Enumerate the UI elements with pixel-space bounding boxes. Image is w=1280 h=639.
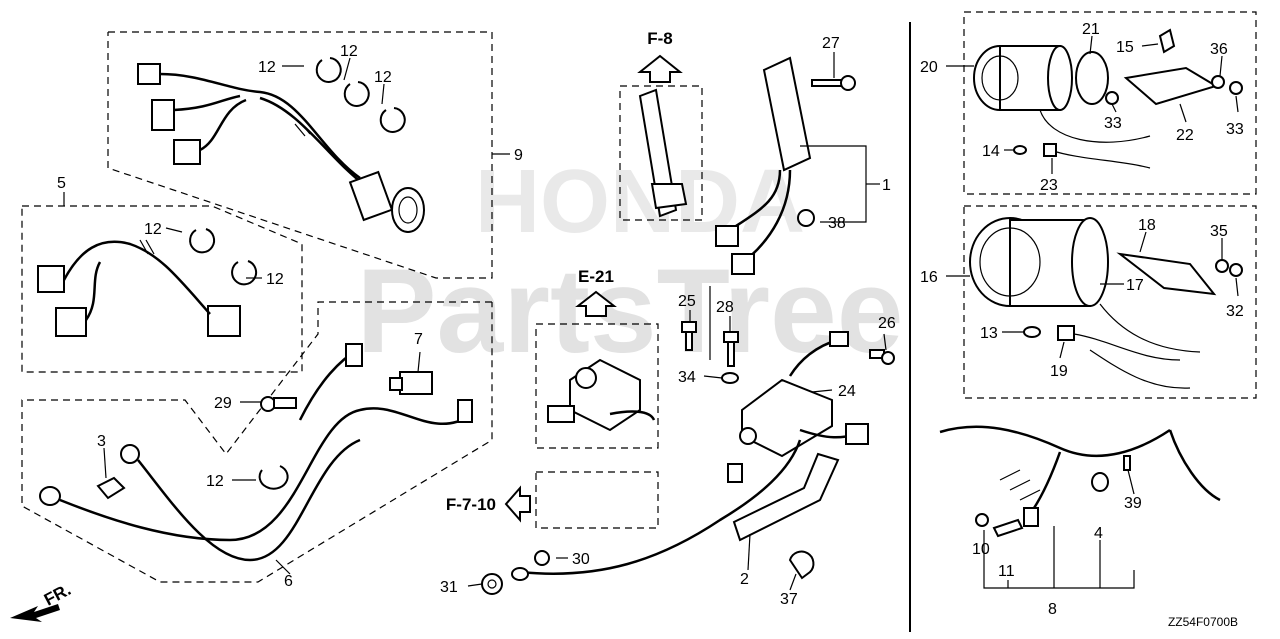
callout-8: 8 [1048, 601, 1057, 618]
group-20-box [963, 11, 1257, 195]
callout-19: 19 [1050, 363, 1068, 380]
relay-e21 [547, 358, 656, 432]
callout-32: 32 [1226, 303, 1244, 320]
harness-9 [137, 63, 425, 233]
callout-29: 29 [214, 395, 232, 412]
ref-f8[interactable]: F-8 [637, 29, 683, 83]
callout-3: 3 [97, 433, 106, 450]
callout-30: 30 [572, 551, 590, 568]
clip-12b [343, 81, 370, 107]
callout-7: 7 [414, 331, 423, 348]
ref-f8-label[interactable]: F-8 [647, 29, 673, 48]
clip-38 [797, 209, 816, 227]
callout-22: 22 [1176, 127, 1194, 144]
callout-15: 15 [1116, 39, 1134, 56]
meter-20 [973, 28, 1243, 169]
callout-2: 2 [740, 571, 749, 588]
ref-e21-label[interactable]: E-21 [578, 267, 614, 286]
bracket-f8 [638, 88, 688, 218]
bracket-2 [732, 452, 840, 542]
watermark-partstree: PartsTree [356, 244, 903, 378]
group-9-box [107, 31, 493, 279]
callout-37: 37 [780, 591, 798, 608]
callout-39: 39 [1124, 495, 1142, 512]
washer-34 [721, 372, 739, 384]
callout-10: 10 [972, 541, 990, 558]
callout-38: 38 [828, 215, 846, 232]
bracket-8 [983, 530, 1135, 589]
callout-9: 9 [514, 147, 523, 164]
connector-7 [389, 371, 433, 395]
callout-17: 17 [1126, 277, 1144, 294]
callout-28: 28 [716, 299, 734, 316]
callout-27: 27 [822, 35, 840, 52]
front-arrow: FR. [10, 580, 74, 622]
callout-33a: 33 [1104, 115, 1122, 132]
meter-16 [969, 217, 1243, 389]
callout-1: 1 [882, 177, 891, 194]
watermark-honda: HONDA [475, 152, 805, 252]
group-e21-box [535, 323, 659, 449]
watermark: HONDA PartsTree [356, 152, 903, 378]
callout-16: 16 [920, 269, 938, 286]
group-5-box [21, 205, 303, 373]
bolt-25 [681, 321, 697, 351]
diagram-code: ZZ54F0700B [1168, 615, 1238, 629]
front-arrow-icon [10, 604, 60, 622]
nut-30 [534, 550, 550, 566]
bolt-26 [869, 349, 895, 365]
group-f710-box [535, 471, 659, 529]
callout-5: 5 [57, 175, 66, 192]
clamp-37 [788, 550, 815, 580]
module-24 [739, 331, 869, 458]
callout-31: 31 [440, 579, 458, 596]
ref-e21[interactable]: E-21 [575, 267, 617, 317]
callout-12e: 12 [266, 271, 284, 288]
callout-12f: 12 [206, 473, 224, 490]
ref-f710[interactable]: F-7-10 [446, 485, 531, 523]
callout-33b: 33 [1226, 121, 1244, 138]
callout-12c: 12 [374, 69, 392, 86]
callout-35: 35 [1210, 223, 1228, 240]
callout-12d: 12 [144, 221, 162, 238]
clip-12e [231, 260, 258, 286]
callout-25: 25 [678, 293, 696, 310]
leader-lines [63, 35, 1239, 591]
callout-6: 6 [284, 573, 293, 590]
callout-4: 4 [1094, 525, 1103, 542]
harness-8 [939, 425, 1221, 538]
bolt-28 [723, 331, 739, 367]
callout-34: 34 [678, 369, 696, 386]
callout-11: 11 [998, 563, 1015, 580]
callout-36: 36 [1210, 41, 1228, 58]
clip-12a [315, 57, 342, 83]
callout-13: 13 [980, 325, 998, 342]
clip-12d [189, 228, 216, 254]
ref-f710-label[interactable]: F-7-10 [446, 495, 496, 514]
harness-5 [37, 239, 241, 337]
bolt-27 [811, 75, 856, 91]
callout-26: 26 [878, 315, 896, 332]
clip-12f [258, 465, 289, 490]
controller-1 [715, 56, 812, 275]
group-f8-box [619, 85, 703, 221]
callout-21: 21 [1082, 21, 1100, 38]
callout-24: 24 [838, 383, 856, 400]
group-6-box [21, 301, 493, 583]
callout-12a: 12 [258, 59, 276, 76]
callout-12b: 12 [340, 43, 358, 60]
callouts: 1 2 3 4 5 6 7 8 9 10 11 12 12 12 12 12 1… [57, 21, 1244, 618]
callout-20: 20 [920, 59, 938, 76]
callout-14: 14 [982, 143, 1000, 160]
nut-31 [481, 573, 503, 595]
clip-12c [379, 107, 406, 133]
cable-main [511, 439, 802, 581]
group-16-box [963, 205, 1257, 399]
battery-cables-6 [39, 343, 473, 562]
callout-18: 18 [1138, 217, 1156, 234]
front-arrow-label: FR. [41, 580, 74, 610]
callout-23: 23 [1040, 177, 1058, 194]
bolt-29 [260, 396, 297, 412]
